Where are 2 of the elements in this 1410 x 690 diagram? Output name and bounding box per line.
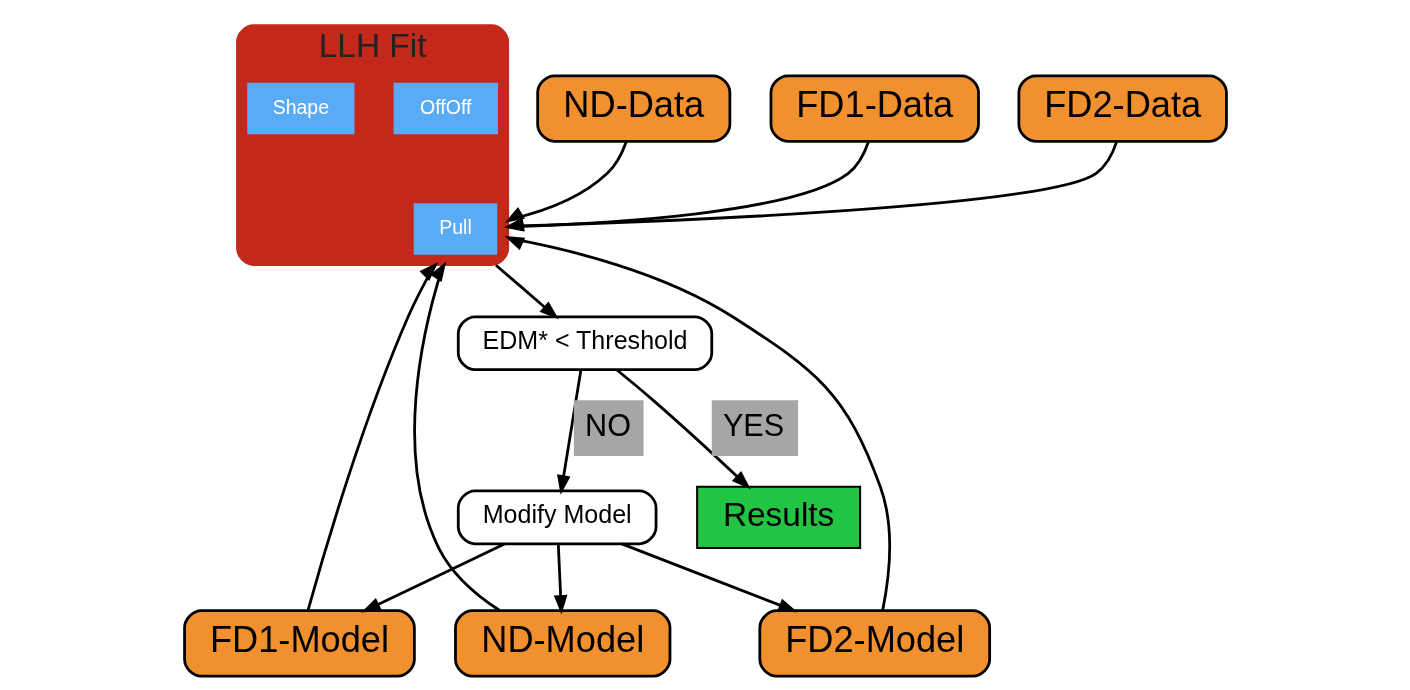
edge-label: NO bbox=[584, 408, 631, 443]
edge-label: YES bbox=[722, 408, 784, 443]
